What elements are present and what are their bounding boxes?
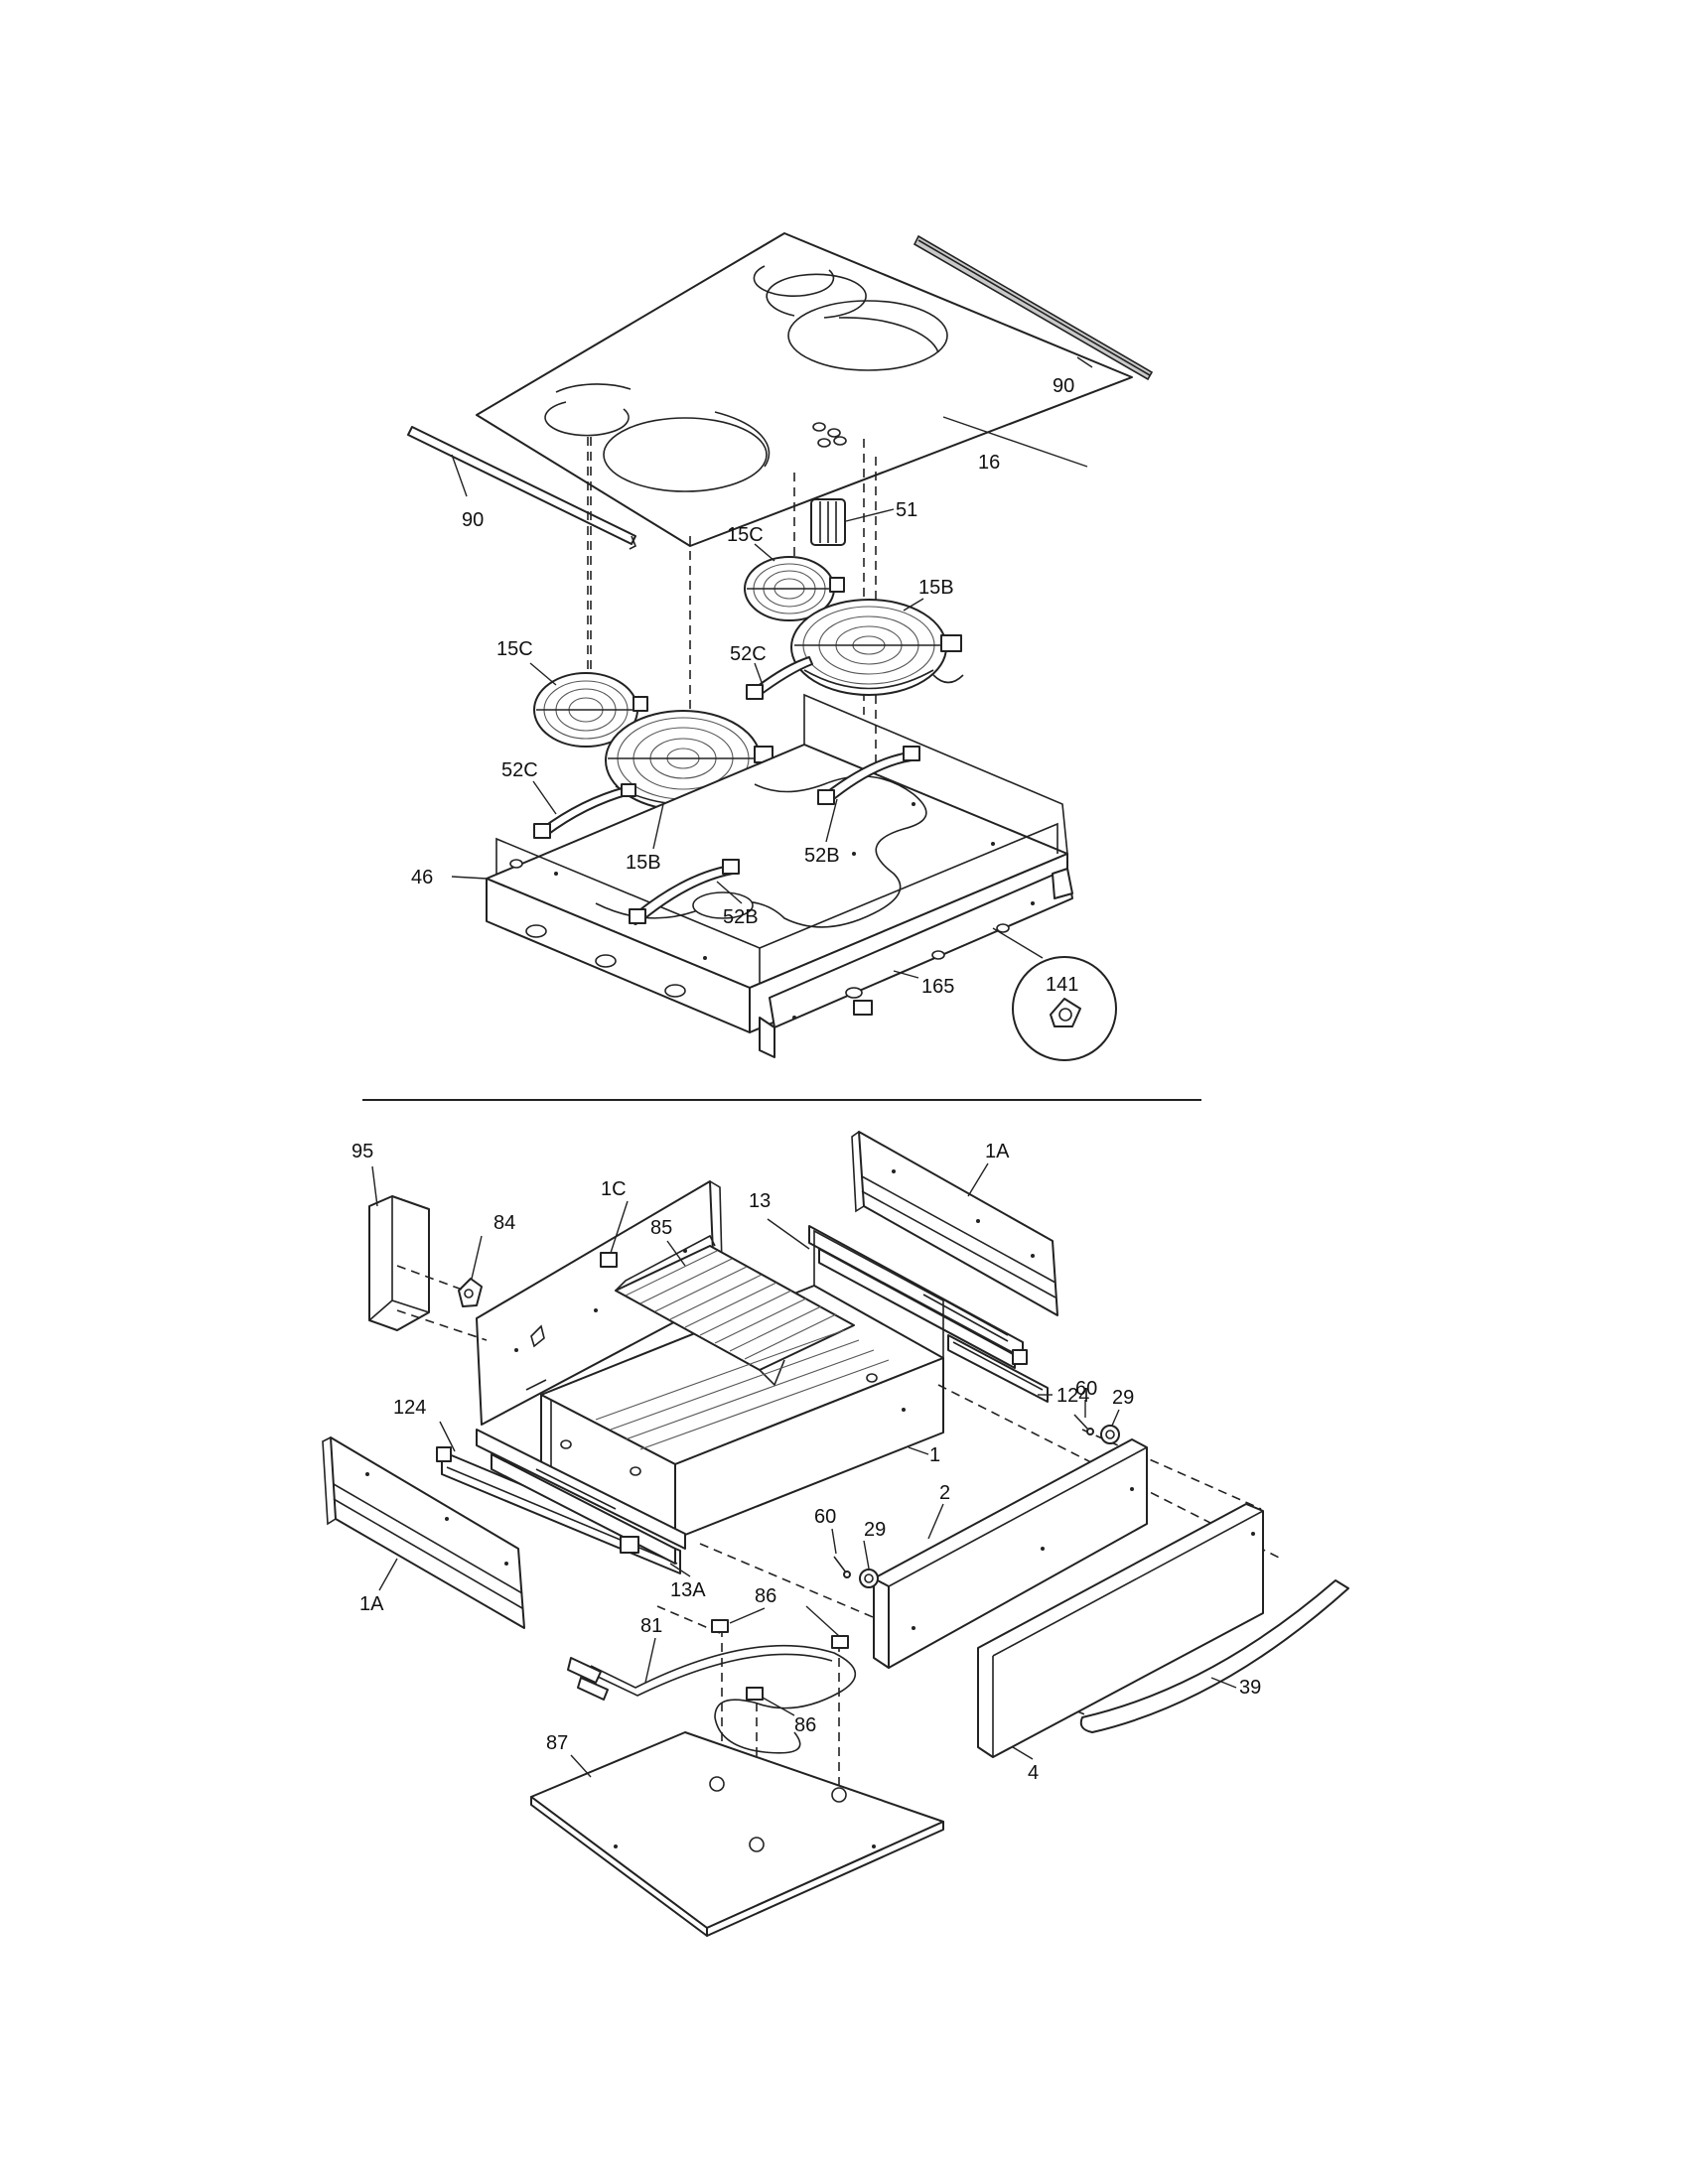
thermostat-84	[458, 1278, 483, 1307]
label-81: 81	[640, 1615, 662, 1637]
label-16: 16	[978, 452, 1000, 474]
label-60-right: 60	[1075, 1378, 1097, 1400]
glass-cooktop	[476, 232, 1133, 547]
label-1c: 1C	[601, 1178, 627, 1200]
label-15b-left: 15B	[626, 852, 661, 874]
radiant-element-large-right	[790, 599, 964, 696]
trim-strip-right	[913, 234, 1154, 381]
element-clip-86-c	[746, 1687, 764, 1701]
label-39: 39	[1239, 1677, 1261, 1699]
element-clip-86-a	[711, 1619, 729, 1633]
side-panel-1a-left	[322, 1436, 525, 1629]
bottom-panel-87	[530, 1731, 944, 1937]
label-124-right: 124	[1056, 1385, 1089, 1407]
side-panel-1a-right	[851, 1131, 1058, 1316]
label-4: 4	[1028, 1762, 1039, 1784]
drawer-slide-13	[808, 1225, 1028, 1369]
label-52c-left: 52C	[501, 759, 538, 781]
label-46: 46	[411, 867, 433, 888]
radiant-element-small-left	[533, 672, 648, 748]
label-124-left: 124	[393, 1397, 426, 1419]
label-90-left: 90	[462, 509, 484, 531]
label-1a-top: 1A	[985, 1141, 1010, 1162]
drawer-box-1	[540, 1229, 944, 1540]
nut-29-left	[859, 1569, 879, 1588]
label-84: 84	[493, 1212, 515, 1234]
nut-29-right	[1100, 1425, 1120, 1444]
drawer-rack-85	[615, 1234, 855, 1387]
label-87: 87	[546, 1732, 568, 1754]
label-52b-right: 52B	[804, 845, 840, 867]
element-bracket-52c-left	[533, 783, 636, 839]
drawer-front-4	[977, 1503, 1264, 1758]
label-1: 1	[929, 1444, 940, 1466]
label-86-top: 86	[755, 1585, 776, 1607]
label-15c-left: 15C	[496, 638, 533, 660]
cooktop-assembly: 90 16 90 51 15C 15B 52C 15C 52C 46 15B 5…	[407, 232, 1154, 1061]
trim-strip-left	[407, 426, 637, 550]
label-2: 2	[939, 1482, 950, 1504]
detail-circle-141	[1012, 956, 1117, 1061]
label-13a: 13A	[670, 1579, 706, 1601]
warmer-drawer-assembly: 95 84 1C 85 13 1A 124 60 29 124 1 2 60 2…	[322, 1131, 1349, 1937]
heating-element-81	[567, 1644, 857, 1754]
label-15b-right: 15B	[918, 577, 954, 599]
screw-60-right	[1073, 1414, 1094, 1435]
drawer-slide-13a	[476, 1429, 686, 1565]
screw-60-left	[833, 1556, 851, 1578]
label-60-left: 60	[814, 1506, 836, 1528]
label-95: 95	[352, 1141, 373, 1162]
label-165: 165	[921, 976, 954, 998]
drawer-frame-2	[873, 1438, 1148, 1669]
label-15c-right: 15C	[727, 524, 764, 546]
label-86-bottom: 86	[794, 1714, 816, 1736]
element-bracket-52b-left	[629, 859, 740, 924]
label-51: 51	[896, 499, 917, 521]
label-29-right: 29	[1112, 1387, 1134, 1409]
element-bracket-52c-right	[746, 656, 813, 700]
leaders-lower	[371, 1162, 1237, 1778]
leaders-upper	[451, 356, 1093, 979]
label-29-left: 29	[864, 1519, 886, 1541]
slide-rail-124-right	[947, 1334, 1049, 1403]
label-141: 141	[1046, 974, 1078, 996]
drawer-handle-39	[1079, 1579, 1349, 1733]
element-clip-86-b	[831, 1635, 849, 1649]
radiant-element-small-right	[744, 556, 845, 621]
rear-bracket-95	[368, 1195, 430, 1331]
label-85: 85	[650, 1217, 672, 1239]
infinite-switch-51	[810, 498, 846, 546]
label-90-right: 90	[1053, 375, 1074, 397]
label-52b-left: 52B	[723, 906, 759, 928]
label-13: 13	[749, 1190, 771, 1212]
front-bracket	[759, 868, 1073, 1058]
label-1a-bottom: 1A	[359, 1593, 384, 1615]
label-52c-right: 52C	[730, 643, 767, 665]
element-bracket-52b-right	[817, 746, 920, 805]
